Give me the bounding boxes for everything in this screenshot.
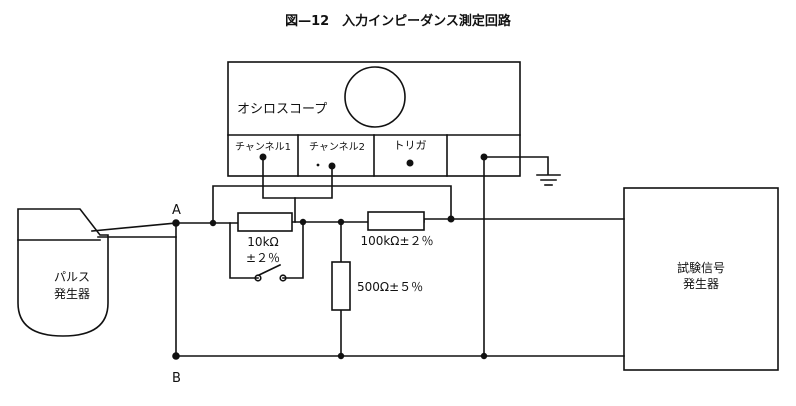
resistor-10k xyxy=(237,212,293,232)
resistor-10k-value: 10kΩ xyxy=(247,235,278,249)
junction-ground-bottom xyxy=(480,352,488,360)
junction-r3-bottom xyxy=(337,352,345,360)
channel2-mark xyxy=(316,163,320,167)
pulse-output-lead-a xyxy=(91,222,177,232)
test-generator-label-1: 試験信号 xyxy=(677,260,725,275)
resistor-500 xyxy=(331,261,351,311)
figure-title: 図—12 入力インピーダンス測定回路 xyxy=(285,13,512,29)
oscilloscope: オシロスコープ チャンネル1 チャンネル2 トリガ xyxy=(227,61,521,177)
junction-output xyxy=(447,215,455,223)
ground-symbol xyxy=(483,156,561,186)
channel2-label: チャンネル2 xyxy=(309,141,365,153)
junction-r1-right xyxy=(299,218,307,226)
pulse-generator: パルス 発生器 xyxy=(17,208,177,337)
node-b-dot xyxy=(172,352,180,360)
node-b-label: B xyxy=(172,371,181,386)
resistor-500-label: 500Ω±５％ xyxy=(357,280,423,294)
node-a-label: A xyxy=(172,203,181,218)
node-a-dot xyxy=(172,219,180,227)
test-signal-generator-body xyxy=(623,187,779,371)
channel1-label: チャンネル1 xyxy=(235,141,291,153)
pulse-generator-label-1: パルス xyxy=(54,270,90,284)
junction-r3-top xyxy=(337,218,345,226)
oscilloscope-label: オシロスコープ xyxy=(237,102,327,117)
trigger-label: トリガ xyxy=(394,139,427,152)
junction-left xyxy=(209,219,217,227)
trigger-terminal xyxy=(406,159,414,167)
bypass-switch xyxy=(254,263,287,282)
test-signal-generator: 試験信号 発生器 xyxy=(623,187,779,371)
resistor-100k-label: 100kΩ±２％ xyxy=(360,234,433,248)
pulse-generator-label-2: 発生器 xyxy=(54,287,90,301)
resistor-10k-tolerance: ±２％ xyxy=(246,251,280,265)
wiring xyxy=(175,156,625,357)
oscilloscope-screen xyxy=(344,66,406,128)
test-generator-label-2: 発生器 xyxy=(683,277,719,291)
resistor-100k xyxy=(367,211,425,231)
